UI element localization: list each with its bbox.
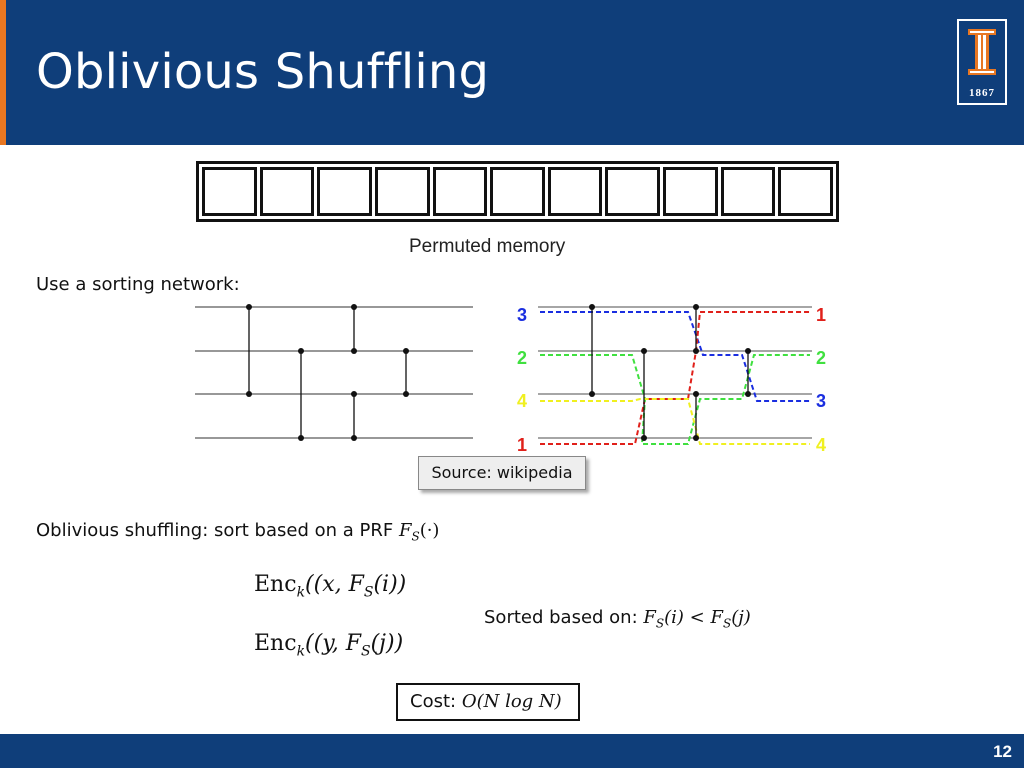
- memory-cell: [778, 167, 834, 216]
- enc-label: Enc: [254, 631, 297, 656]
- sorted-condition: Sorted based on: FS(i) < FS(j): [484, 607, 751, 631]
- memory-caption: Permuted memory: [409, 236, 566, 257]
- sorted-expr-b-arg: (j): [731, 607, 751, 628]
- enc-subscript: k: [296, 643, 306, 660]
- memory-cell: [202, 167, 257, 216]
- slide-title: Oblivious Shuffling: [36, 44, 490, 100]
- cost-expression: O(N log N): [461, 691, 562, 712]
- sorted-expr-a: F: [643, 607, 656, 628]
- slide-footer: 12: [0, 734, 1024, 768]
- logo-year: 1867: [969, 87, 995, 99]
- sorting-network-diagram: [195, 304, 473, 441]
- enc-arguments: ((y, F: [305, 631, 361, 656]
- permuted-memory-array: [196, 161, 839, 222]
- cost-box: Cost: O(N log N): [396, 683, 580, 721]
- memory-cell: [490, 167, 545, 216]
- memory-cell: [259, 167, 315, 216]
- prf-symbol: F: [398, 520, 412, 541]
- shuffling-text: Oblivious shuffling: sort based on a PRF: [36, 520, 399, 541]
- encryption-y: Enck((y, FS(j)): [254, 631, 403, 659]
- prf-argument: (·): [419, 520, 440, 541]
- input-label: 3: [517, 305, 527, 325]
- output-label: 3: [816, 391, 826, 411]
- sorted-expr-a-arg: (i) < F: [664, 607, 723, 628]
- enc-args-subscript: S: [360, 643, 371, 660]
- university-logo: 1867: [957, 19, 1007, 105]
- sorted-expr-a-sub: S: [655, 616, 665, 631]
- sorting-network-example: 3 2 4 1 1 2 3 4: [517, 304, 826, 455]
- output-label: 4: [816, 435, 826, 455]
- page-number: 12: [993, 742, 1012, 761]
- sorted-label: Sorted based on:: [484, 607, 644, 628]
- source-label: Source: wikipedia: [418, 456, 586, 490]
- memory-cell: [547, 167, 603, 216]
- output-label: 1: [816, 305, 826, 325]
- memory-cell: [432, 167, 488, 216]
- input-label: 1: [517, 435, 527, 455]
- slide-header: Oblivious Shuffling 1867: [0, 0, 1024, 145]
- column-icon: [968, 29, 996, 75]
- enc-subscript: k: [296, 584, 306, 601]
- enc-tail: (i)): [373, 572, 407, 597]
- cost-label: Cost:: [410, 691, 462, 712]
- memory-cell: [317, 167, 372, 216]
- memory-cell: [663, 167, 718, 216]
- enc-args-subscript: S: [363, 584, 374, 601]
- encryption-x: Enck((x, FS(i)): [254, 572, 406, 600]
- memory-cell: [374, 167, 430, 216]
- input-label: 4: [517, 391, 527, 411]
- output-label: 2: [816, 348, 826, 368]
- prf-subscript: S: [411, 529, 420, 544]
- enc-tail: (j)): [370, 631, 404, 656]
- input-label: 2: [517, 348, 527, 368]
- memory-cell: [720, 167, 776, 216]
- memory-cell: [605, 167, 661, 216]
- shuffling-description: Oblivious shuffling: sort based on a PRF…: [36, 520, 439, 544]
- sorted-expr-b-sub: S: [722, 616, 732, 631]
- sorting-intro: Use a sorting network:: [36, 274, 240, 295]
- enc-arguments: ((x, F: [305, 572, 364, 597]
- header-accent-bar: [0, 0, 6, 145]
- enc-label: Enc: [254, 572, 297, 597]
